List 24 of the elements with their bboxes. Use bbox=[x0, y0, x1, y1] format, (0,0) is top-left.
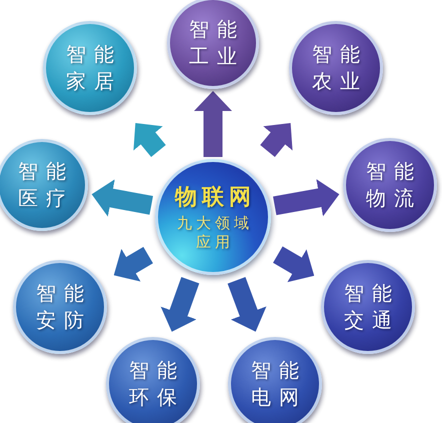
block-arrow bbox=[273, 179, 341, 216]
circle-label: 智能物流 bbox=[365, 158, 423, 212]
circle-label: 智能环保 bbox=[128, 357, 186, 411]
topic-circle bbox=[106, 337, 200, 423]
block-arrow bbox=[90, 179, 154, 217]
block-arrow bbox=[194, 91, 232, 157]
topic-circle bbox=[321, 260, 415, 354]
topic-circle bbox=[13, 260, 107, 354]
circle-label: 智能家居 bbox=[65, 41, 123, 95]
hub-circle bbox=[155, 159, 271, 275]
hub-subtitle: 九大领域应用 bbox=[176, 214, 254, 252]
circle-label: 智能电网 bbox=[250, 357, 308, 411]
topic-circle bbox=[167, 0, 259, 89]
topic-circle bbox=[228, 337, 322, 423]
topic-circle bbox=[43, 21, 137, 115]
circle-label: 智能交通 bbox=[343, 280, 401, 334]
topic-circle bbox=[289, 21, 383, 115]
circle-label: 智能医疗 bbox=[17, 158, 75, 212]
topic-circle bbox=[343, 138, 437, 232]
circle-label: 智能工业 bbox=[188, 16, 246, 70]
circle-label: 智能安防 bbox=[35, 280, 93, 334]
topic-circle bbox=[0, 139, 88, 231]
circle-label: 智能农业 bbox=[311, 41, 369, 95]
hub-title: 物联网 bbox=[174, 182, 256, 210]
